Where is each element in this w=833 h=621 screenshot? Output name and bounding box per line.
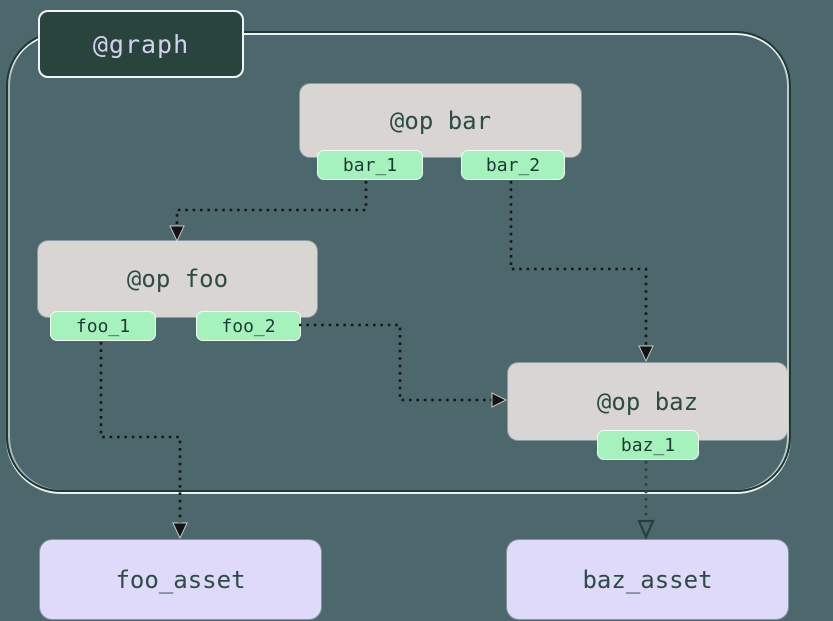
op-node-foo[interactable]: @op foo (38, 241, 317, 317)
op-node-baz[interactable]: @op baz (508, 363, 787, 440)
op-bar-title: @op bar (389, 106, 492, 135)
asset-foo-label: foo_asset (115, 565, 246, 594)
graph-label: @graph (92, 29, 190, 59)
output-tab-bar-2-label: bar_2 (485, 154, 541, 176)
output-tab-foo-1[interactable]: foo_1 (50, 311, 156, 341)
op-foo-title: @op foo (126, 265, 229, 293)
output-tab-baz-1[interactable]: baz_1 (597, 430, 699, 460)
op-baz-title: @op baz (596, 387, 699, 416)
output-tab-bar-2[interactable]: bar_2 (461, 150, 565, 180)
output-tab-bar-1[interactable]: bar_1 (317, 150, 423, 180)
asset-baz-label: baz_asset (582, 565, 713, 594)
graph-boundary (6, 31, 791, 492)
arrowhead-foo1-to-foo-asset (172, 522, 188, 540)
output-tab-bar-1-label: bar_1 (342, 154, 398, 176)
output-tab-foo-1-label: foo_1 (75, 315, 131, 337)
asset-node-baz-asset[interactable]: baz_asset (507, 540, 788, 619)
output-tab-foo-2[interactable]: foo_2 (196, 311, 301, 341)
op-node-bar[interactable]: @op bar (300, 84, 581, 157)
graph-badge[interactable]: @graph (38, 10, 244, 78)
output-tab-baz-1-label: baz_1 (620, 434, 676, 456)
asset-node-foo-asset[interactable]: foo_asset (40, 540, 321, 619)
arrowhead-baz1-to-baz-asset (637, 519, 655, 540)
output-tab-foo-2-label: foo_2 (221, 315, 276, 337)
